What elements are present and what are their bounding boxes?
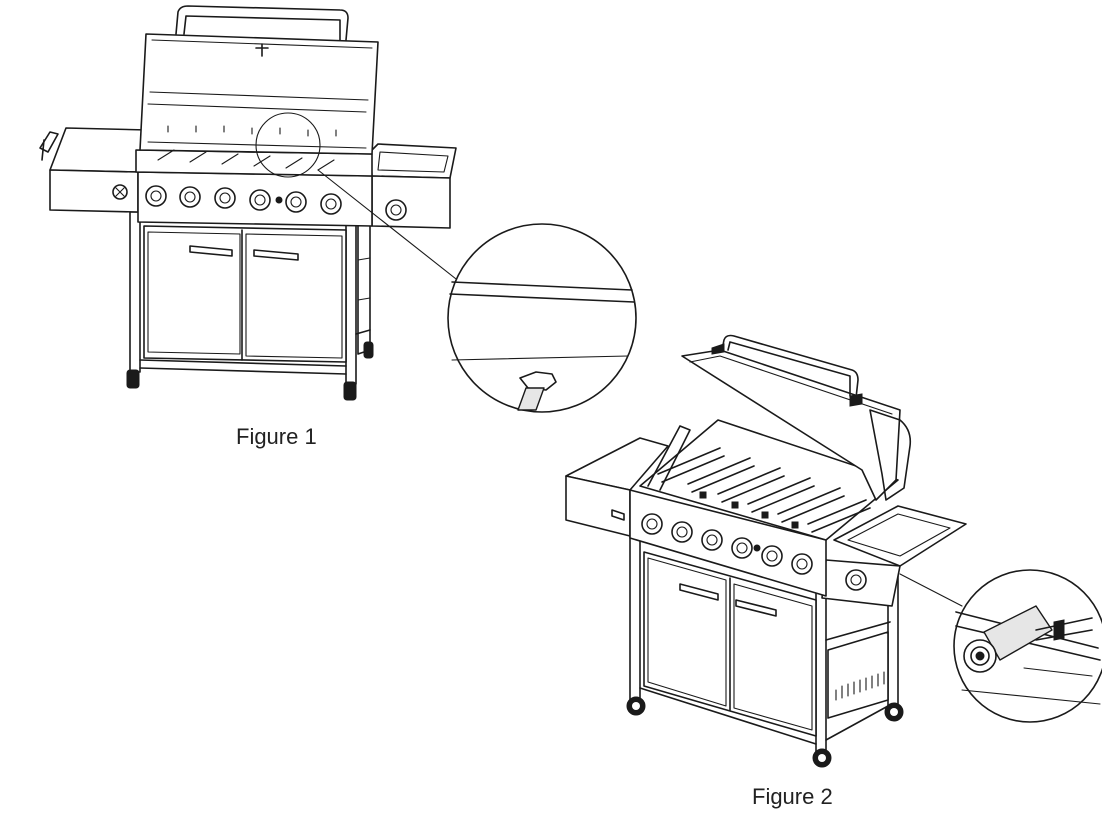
figure-2-detail-inset (953, 569, 1102, 723)
figure-1-detail-callout-ring (255, 112, 321, 178)
figure-1-right-door-handle (253, 249, 299, 261)
figure-2-casters (626, 696, 904, 768)
figure-2-left-side-shelf (565, 437, 669, 537)
figure-2-cabinet (643, 551, 817, 737)
figure-1-side-burner-shelf (369, 143, 457, 229)
figure-1-detail-inset (447, 223, 637, 413)
figure-1-cabinet (143, 225, 347, 363)
figure-2-control-knobs (641, 513, 813, 575)
figure-2-side-burner-shelf (821, 505, 967, 607)
figure-2-firebox-and-lid (639, 334, 912, 541)
figure-1-control-panel (137, 171, 373, 227)
figure-2-grill (565, 334, 967, 768)
figure-1-firebox-and-lid (135, 5, 379, 178)
figure-1-caption: Figure 1 (236, 424, 317, 449)
figure-2-burner-tubes (657, 447, 871, 533)
figure-1-left-side-shelf (39, 127, 149, 213)
figure-2-caption: Figure 2 (752, 784, 833, 809)
figure-1-casters (126, 341, 374, 401)
figure-1-control-knobs (145, 185, 342, 215)
figure-2-control-panel (629, 489, 827, 597)
figure-1-callout-line (317, 169, 471, 291)
figure-2-right-door-handle (735, 599, 777, 617)
figure-1-left-door-handle (189, 245, 233, 257)
figure-1-grill (39, 5, 457, 401)
figure-2-side-vents (827, 631, 889, 719)
figure-2-callout-line (899, 573, 963, 607)
figure-2-left-door-handle (679, 583, 719, 601)
